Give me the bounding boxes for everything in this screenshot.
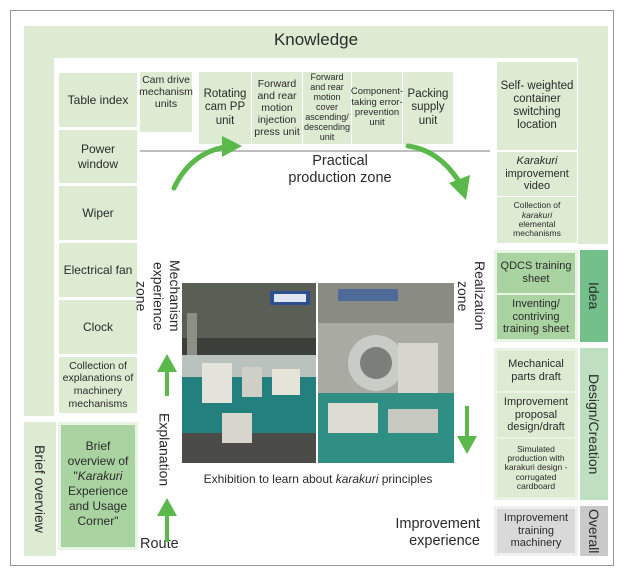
proposal-design: Improvement proposal design/draft — [497, 393, 575, 437]
collection-italic: karakuri — [521, 209, 553, 220]
knowledge-left-strip — [24, 58, 54, 416]
left-unit: Collection of explanations of machinery … — [58, 356, 138, 414]
video-text: improvement video — [505, 167, 569, 193]
knowledge-title: Knowledge — [273, 30, 359, 49]
left-unit: Clock — [58, 299, 138, 355]
brief-text-1: Brief overview of " — [67, 439, 129, 483]
tab-overall: Overall — [580, 506, 608, 556]
caption-italic: karakuri — [335, 472, 379, 486]
realization-zone-label: Realization zone — [455, 261, 488, 331]
mechanical-draft: Mechanical parts draft — [497, 351, 575, 391]
top-unit: Component- taking error- prevention unit — [351, 72, 403, 144]
top-unit: Rotating cam PP unit — [199, 72, 251, 144]
top-unit: Forward and rear motion cover ascending/… — [303, 72, 351, 144]
down-arrow — [457, 406, 477, 454]
left-unit: Table index — [58, 72, 138, 128]
left-unit: Wiper — [58, 185, 138, 241]
improvement-video: Karakuri improvement video — [497, 152, 577, 196]
qdcs-sheet: QDCS training sheet — [497, 253, 575, 293]
mechanism-zone-label: Mechanism experience zone — [133, 260, 184, 332]
training-machinery: Improvement training machinery — [497, 509, 575, 553]
brief-box: Brief overview of "Karakuri Experience a… — [61, 425, 135, 547]
route-label: Route — [140, 536, 179, 552]
collection-line1: Collection of — [513, 200, 561, 211]
knowledge-right-strip — [578, 58, 608, 244]
caption-before: Exhibition to learn about — [203, 472, 336, 486]
top-unit: Packing supply unit — [403, 72, 453, 144]
improvement-experience-label: Improvement experience — [395, 516, 480, 550]
exhibition-photo-right — [318, 283, 454, 463]
brief-text-2: Experience and Usage Corner" — [67, 484, 129, 528]
caption-after: principles — [378, 472, 433, 486]
tab-idea: Idea — [580, 250, 608, 342]
brief-text-italic: Karakuri — [77, 469, 123, 483]
zone-frame-top — [140, 150, 490, 152]
self-weighted-location: Self- weighted container switching locat… — [497, 62, 577, 150]
top-unit: Forward and rear motion injection press … — [252, 72, 302, 144]
photo-caption: Exhibition to learn about karakuri princ… — [182, 472, 454, 486]
top-unit: Cam drive mechanism units — [139, 72, 193, 132]
knowledge-band — [24, 26, 608, 58]
left-unit: Power window — [58, 129, 138, 184]
practical-zone-label: Practical production zone — [288, 153, 392, 187]
collection-line2: elemental mechanisms — [513, 219, 561, 239]
left-units-column: Table index Power window Wiper Electrica… — [58, 72, 138, 414]
inventing-sheet: Inventing/ contriving training sheet — [497, 295, 575, 339]
simulated-production: Simulated production with karakuri desig… — [497, 439, 575, 497]
tab-brief: Brief overview — [24, 422, 56, 556]
exhibition-photo-left — [182, 283, 316, 463]
elemental-mechanisms: Collection of karakuri elemental mechani… — [497, 197, 577, 243]
up-arrows — [157, 354, 177, 542]
flow-arrows-top — [171, 136, 470, 200]
explanation-label: Explanation — [156, 413, 173, 487]
tab-design: Design/Creation — [580, 348, 608, 500]
left-unit: Electrical fan — [58, 242, 138, 298]
video-italic: Karakuri — [516, 155, 558, 168]
